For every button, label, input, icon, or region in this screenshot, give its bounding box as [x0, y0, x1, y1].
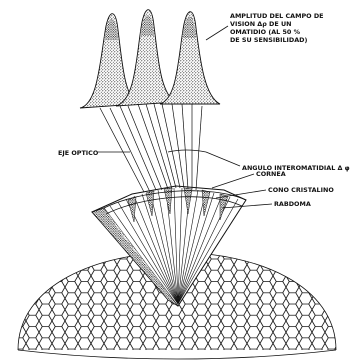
label-amplitude-line3: OMATIDIO (AL 50 % — [230, 28, 301, 36]
optical-rays — [100, 104, 202, 192]
label-amplitude-line4: DE SU SENSIBILIDAD) — [230, 36, 307, 44]
label-amplitude-line2: VISION Δρ DE UN — [230, 20, 292, 28]
interommatidial-angle-arc — [168, 150, 206, 152]
leader-lines — [206, 26, 272, 208]
label-optic-axis: EJE OPTICO — [58, 149, 99, 157]
label-rhabdom: RABDOMA — [274, 200, 311, 208]
acceptance-peaks — [80, 10, 220, 108]
label-cornea: CORNEA — [256, 170, 286, 178]
label-amplitude-line1: AMPLITUD DEL CAMPO DE — [230, 12, 324, 20]
label-crystalline-cone: CONO CRISTALINO — [268, 186, 334, 194]
annotation-labels: AMPLITUD DEL CAMPO DE VISION Δρ DE UN OM… — [58, 12, 350, 208]
